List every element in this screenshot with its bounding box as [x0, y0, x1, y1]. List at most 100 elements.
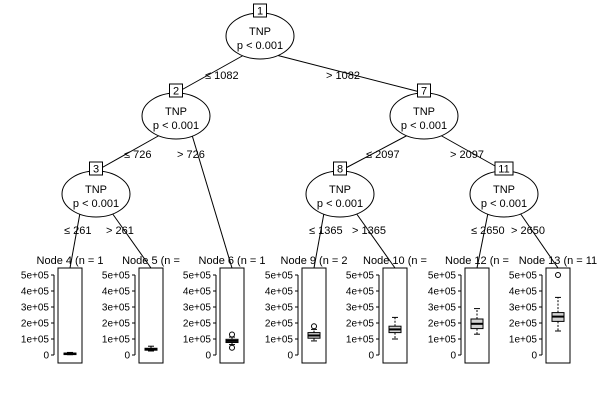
- y-tick-label: 0: [531, 351, 537, 362]
- boxplot-node-10: [388, 316, 402, 340]
- y-tick-label: 2e+05: [21, 319, 50, 330]
- y-tick-label: 4e+05: [21, 287, 50, 298]
- edge-label-2-6: > 726: [177, 149, 205, 161]
- node-pvalue-label: p < 0.001: [237, 40, 283, 52]
- y-tick-label: 2e+05: [346, 319, 375, 330]
- node-id-box: [333, 161, 347, 176]
- terminal-node-title: Node 5 (n =: [122, 255, 180, 267]
- y-tick-label: 3e+05: [509, 303, 538, 314]
- node-pvalue-label: p < 0.001: [317, 198, 363, 210]
- y-tick-label: 4e+05: [183, 287, 212, 298]
- edge-labels-layer: ≤ 1082> 1082≤ 726> 726≤ 261> 261≤ 2097> …: [64, 70, 545, 237]
- y-tick-label: 2e+05: [509, 319, 538, 330]
- y-tick-label: 1e+05: [21, 335, 50, 346]
- node-id-box: [494, 161, 514, 176]
- edge-1-7: [275, 54, 425, 94]
- boxplot-node-6: [225, 331, 239, 351]
- y-tick-label: 0: [205, 351, 211, 362]
- edge-3-5: [111, 212, 152, 269]
- edge-11-13: [519, 212, 559, 269]
- y-tick-label: 3e+05: [183, 303, 212, 314]
- y-tick-label: 2e+05: [428, 319, 457, 330]
- y-tick-label: 4e+05: [346, 287, 375, 298]
- node-pvalue-label: p < 0.001: [401, 120, 447, 132]
- edge-8-9: [313, 212, 325, 269]
- y-tick-label: 4e+05: [428, 287, 457, 298]
- edge-2-3: [95, 134, 161, 172]
- y-tick-label: 5e+05: [21, 271, 50, 282]
- node-id-label: 2: [173, 86, 179, 98]
- outlier-point: [555, 272, 561, 278]
- terminal-node-title: Node 12 (n =: [445, 255, 509, 267]
- edge-3-4: [69, 212, 81, 269]
- y-tick-label: 3e+05: [265, 303, 294, 314]
- y-tick-label: 4e+05: [102, 287, 131, 298]
- y-tick-label: 5e+05: [102, 271, 131, 282]
- y-tick-label: 0: [450, 351, 456, 362]
- y-tick-label: 5e+05: [265, 271, 294, 282]
- edge-label-7-8: ≤ 2097: [366, 149, 400, 161]
- edge-7-8: [339, 134, 409, 172]
- node-pvalue-label: p < 0.001: [481, 198, 527, 210]
- outlier-point: [229, 344, 235, 351]
- outlier-point: [311, 323, 317, 330]
- y-tick-label: 3e+05: [346, 303, 375, 314]
- node-id-box: [253, 3, 267, 18]
- y-tick-label: 1e+05: [183, 335, 212, 346]
- y-tick-label: 0: [368, 351, 374, 362]
- terminal-panel-frame: [219, 267, 245, 364]
- terminal-panel-frame: [301, 267, 327, 364]
- node-id-label: 11: [498, 164, 509, 176]
- node-variable-label: TNP: [249, 26, 271, 38]
- y-tick-label: 0: [124, 351, 130, 362]
- y-tick-label: 4e+05: [509, 287, 538, 298]
- y-tick-label: 1e+05: [428, 335, 457, 346]
- edge-11-12: [476, 212, 489, 269]
- y-tick-label: 0: [43, 351, 49, 362]
- y-tick-label: 2e+05: [102, 319, 131, 330]
- edge-label-1-2: ≤ 1082: [205, 70, 239, 82]
- terminal-panel-frame: [57, 267, 83, 364]
- edge-label-8-9: ≤ 1365: [309, 225, 343, 237]
- y-tick-label: 2e+05: [183, 319, 212, 330]
- y-tick-label: 0: [287, 351, 293, 362]
- y-tick-label: 3e+05: [21, 303, 50, 314]
- terminal-panel-frame: [382, 267, 408, 364]
- node-variable-label: TNP: [165, 106, 187, 118]
- y-tick-label: 1e+05: [265, 335, 294, 346]
- edge-label-11-12: ≤ 2650: [471, 225, 505, 237]
- terminal-panel-frame: [138, 267, 164, 364]
- y-tick-label: 1e+05: [346, 335, 375, 346]
- boxplot-node-9: [307, 323, 321, 342]
- terminal-node-13: Node 13 (n = 115e+054e+053e+052e+051e+05…: [509, 255, 597, 364]
- terminal-nodes-layer: Node 4 (n = 1 5e+05 4e+05 3e+05 2e+05 1e+05 0 N…: [21, 255, 597, 364]
- node-variable-label: TNP: [85, 184, 107, 196]
- node-variable-label: TNP: [493, 184, 515, 196]
- terminal-node-title: Node 6 (n = 1: [199, 255, 266, 267]
- edge-2-6: [191, 134, 233, 269]
- node-variable-label: TNP: [329, 184, 351, 196]
- y-tick-label: 3e+05: [428, 303, 457, 314]
- node-variable-label: TNP: [413, 106, 435, 118]
- y-tick-label: 4e+05: [265, 287, 294, 298]
- terminal-node-title: Node 9 (n = 2: [281, 255, 348, 267]
- node-pvalue-label: p < 0.001: [73, 198, 119, 210]
- terminal-node-title: Node 4 (n = 1: [37, 255, 104, 267]
- edge-label-2-3: ≤ 726: [124, 149, 151, 161]
- node-id-label: 8: [337, 164, 343, 176]
- y-tick-label: 5e+05: [509, 271, 538, 282]
- node-id-box: [89, 161, 103, 176]
- boxplot-node-12: [470, 308, 484, 335]
- y-tick-label: 5e+05: [346, 271, 375, 282]
- y-tick-label: 5e+05: [428, 271, 457, 282]
- y-tick-label: 1e+05: [102, 335, 131, 346]
- edge-1-2: [175, 54, 245, 94]
